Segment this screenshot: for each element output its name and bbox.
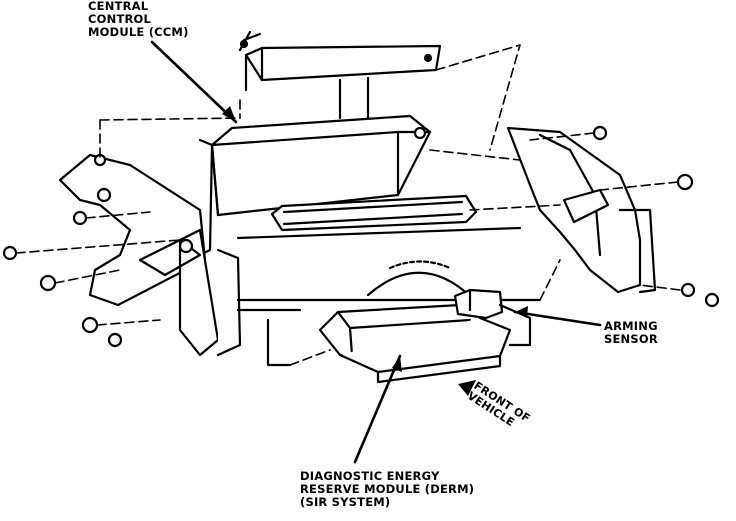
alignment-lines	[15, 44, 681, 366]
derm-module	[318, 260, 512, 384]
left-bracket	[58, 138, 242, 357]
ccm-module	[210, 114, 432, 217]
front-of-vehicle-arrow-icon	[458, 380, 476, 396]
right-bracket	[506, 126, 657, 294]
arming-sensor-label: ARMING SENSOR	[604, 320, 658, 346]
ccm-connector	[270, 194, 478, 232]
arrowheads	[222, 106, 528, 396]
derm-label-line-1: DIAGNOSTIC ENERGY	[300, 469, 440, 483]
ccm-label-line-2: CONTROL	[88, 12, 152, 26]
top-bracket	[238, 30, 442, 120]
arming-label-line-1: ARMING	[604, 319, 658, 333]
ccm-label: CENTRAL CONTROL MODULE (CCM)	[88, 0, 189, 39]
ccm-label-line-1: CENTRAL	[88, 0, 149, 13]
ccm-label-line-3: MODULE (CCM)	[88, 25, 189, 39]
arming-label-line-2: SENSOR	[604, 332, 658, 346]
derm-label: DIAGNOSTIC ENERGY RESERVE MODULE (DERM) …	[300, 470, 474, 509]
derm-label-line-3: (SIR SYSTEM)	[300, 495, 391, 509]
leader-lines	[150, 40, 602, 464]
derm-label-line-2: RESERVE MODULE (DERM)	[300, 482, 475, 496]
